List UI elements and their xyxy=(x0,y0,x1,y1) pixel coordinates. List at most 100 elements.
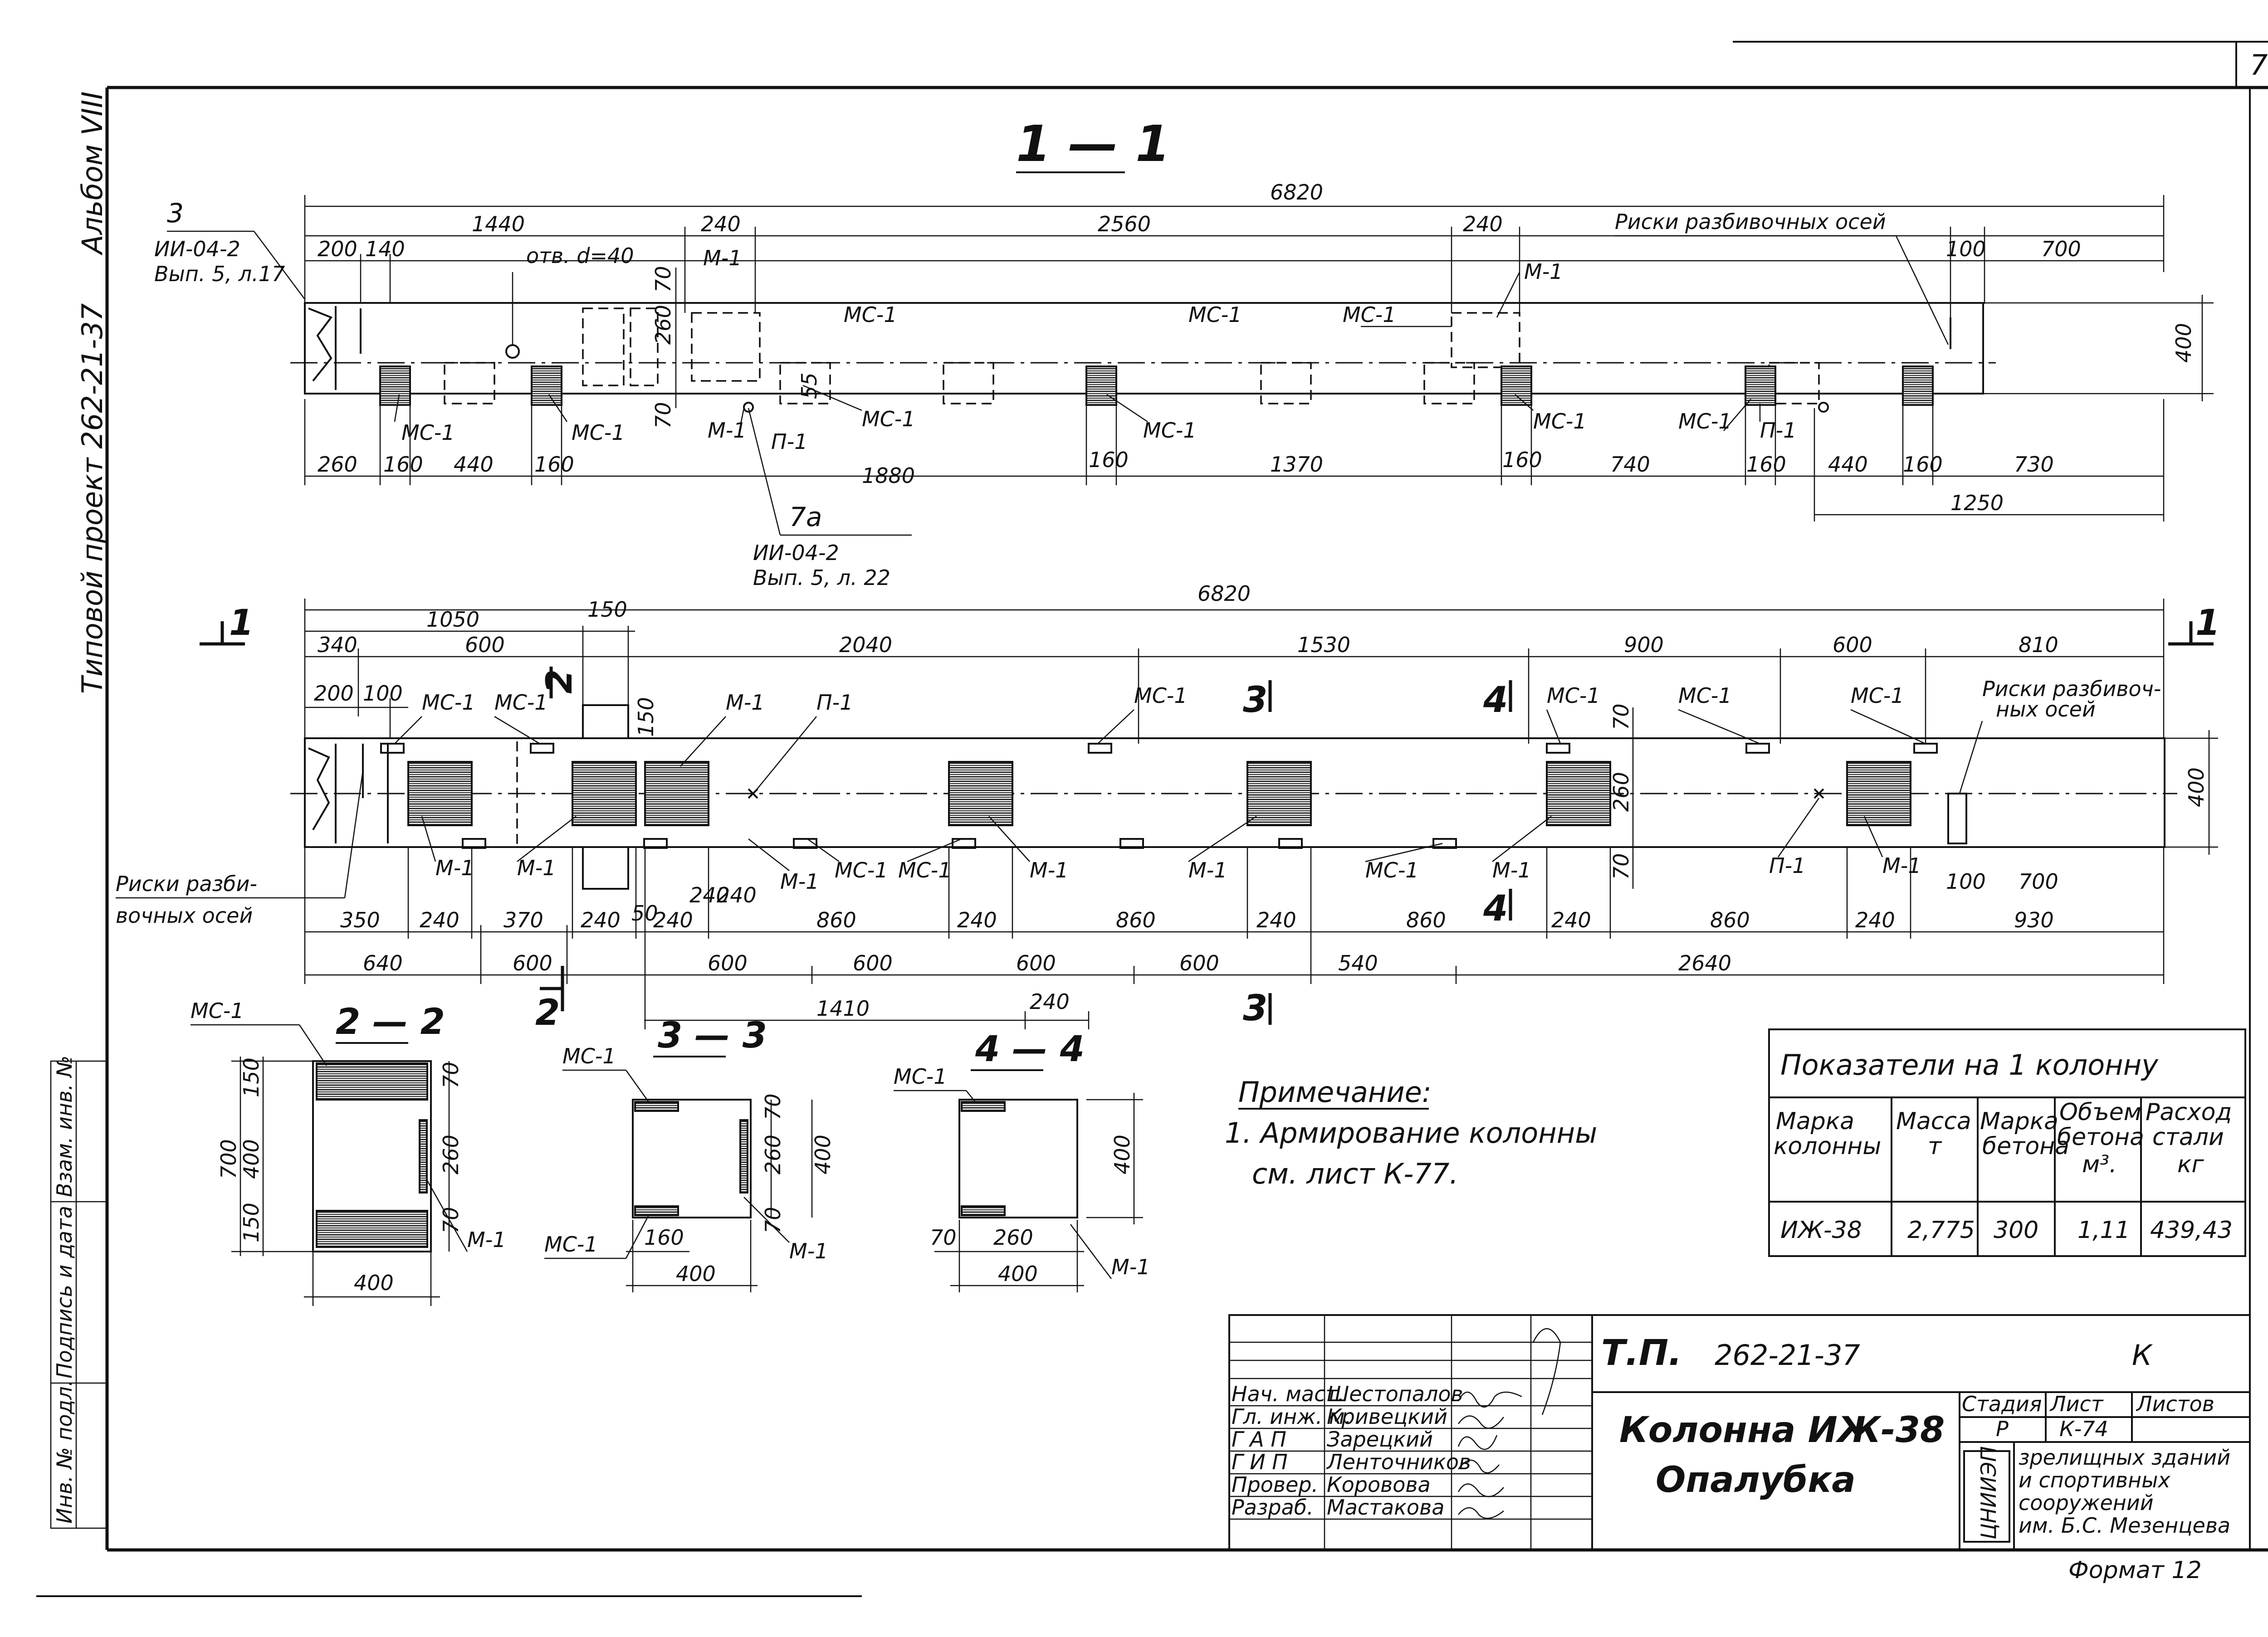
plan-dim-b1-5: 240 xyxy=(653,908,693,932)
plan-mini-1: 240 xyxy=(717,883,757,907)
plan-label-bot-9: П-1 xyxy=(1769,853,1805,878)
side-stamp: Альбом VIII Типовой проект 262-21-37 Инв… xyxy=(50,92,109,1529)
s11-ref3-text2: Вып. 5, л.17 xyxy=(154,262,285,286)
s11-ref7-num: 7а xyxy=(789,502,822,532)
s11-dim-b-5: 160 xyxy=(1089,448,1129,472)
ind-cell-0: ИЖ-38 xyxy=(1780,1217,1862,1244)
tb-role-4: Провер. xyxy=(1232,1472,1318,1497)
tb-name-4: Коровова xyxy=(1327,1472,1431,1497)
tb-role-0: Нач. маст. xyxy=(1232,1382,1344,1406)
side-col-sign: Подпись и дата xyxy=(52,1206,77,1379)
format-label: Формат 12 xyxy=(2068,1557,2202,1584)
s11-dim-b-4: 1880 xyxy=(862,463,915,488)
plan-dim-b1-10: 860 xyxy=(1406,908,1446,932)
plan-mini-0: 240 xyxy=(689,883,729,907)
tb-name-line1: Колонна ИЖ-38 xyxy=(1619,1410,1945,1451)
tb-org-2: и спортивных xyxy=(2019,1468,2170,1492)
page-number: 77 xyxy=(2250,49,2268,82)
plan-label-top-0: МС-1 xyxy=(422,690,475,715)
tb-role-5: Разраб. xyxy=(1232,1495,1314,1520)
section-4-4-title: 4 — 4 xyxy=(975,1029,1085,1070)
tb-role-3: Г И П xyxy=(1232,1450,1288,1474)
s22-dim-v-0: 150 xyxy=(239,1057,264,1097)
s11-label-10: МС-1 xyxy=(1678,409,1732,434)
cut-2-bottom: 2 xyxy=(535,993,560,1033)
s11-dim-b-10: 440 xyxy=(1828,452,1868,477)
plan-dim-b1-7: 240 xyxy=(957,908,997,932)
s33-dim-r-1: 260 xyxy=(761,1135,785,1174)
s44-label-side: М-1 xyxy=(1111,1255,1150,1279)
s11-dim-b-11: 160 xyxy=(1903,452,1943,477)
s33-dim-b-1: 400 xyxy=(676,1262,716,1286)
s11-dim-overall: 6820 xyxy=(1270,180,1323,205)
ind-head-4a: Расход xyxy=(2146,1099,2232,1126)
plan-view: 6820 1050 150 340 600 2040 1530 900 600 … xyxy=(116,581,2220,1033)
plan-label-top-5: МС-1 xyxy=(1547,683,1600,708)
s11-label-1: МС-1 xyxy=(844,302,897,327)
s11-label-12: П-1 xyxy=(1760,418,1796,443)
section-3-3-title: 3 — 3 xyxy=(658,1015,767,1056)
cut-4-top: 4 xyxy=(1483,680,1508,721)
ind-head-0b: колонны xyxy=(1774,1133,1881,1160)
plan-dim-r2-6: 810 xyxy=(2019,633,2058,657)
section-4-4: 4 — 4 МС-1 М-1 400 70 260 400 xyxy=(894,1029,1150,1292)
note-block: Примечание: 1. Армирование колонны см. л… xyxy=(1225,1076,1597,1190)
tb-org-1: зрелищных зданий xyxy=(2019,1445,2230,1470)
ind-head-4b: стали xyxy=(2152,1124,2224,1151)
s11-dim-left-2: 70 xyxy=(651,402,675,429)
s11-dim-b-0: 260 xyxy=(318,452,357,477)
side-col-inv: Инв. № подл. xyxy=(52,1380,77,1524)
s11-dim-b-9: 160 xyxy=(1746,452,1786,477)
ind-head-3c: м³. xyxy=(2082,1151,2117,1178)
plan-dim-r2-0: 340 xyxy=(318,633,357,657)
ind-cell-1: 2,775 xyxy=(1907,1217,1975,1244)
plan-dim-right-3: 400 xyxy=(2184,767,2209,807)
indicators-table: Показатели на 1 колонну Марка колонны Ма… xyxy=(1768,1028,2246,1257)
tb-name-5: Мастакова xyxy=(1327,1495,1444,1520)
note-line-1: 1. Армирование колонны xyxy=(1225,1116,1597,1150)
s11-dim-b-12: 730 xyxy=(2014,452,2054,477)
plan-dim-b1-12: 860 xyxy=(1710,908,1750,932)
s33-label-top: МС-1 xyxy=(562,1044,616,1068)
s11-ref7-text2: Вып. 5, л. 22 xyxy=(753,565,890,590)
ind-head-1b: т xyxy=(1928,1133,1942,1160)
cut-3-bottom: 3 xyxy=(1243,988,1267,1029)
s22-dim-v-3: 700 xyxy=(216,1139,241,1179)
s11-dim-left-0: 70 xyxy=(651,266,675,292)
plan-dim-b1-8: 860 xyxy=(1116,908,1156,932)
plan-dim-b1-3: 240 xyxy=(581,908,621,932)
plan-dim-b1-9: 240 xyxy=(1256,908,1296,932)
ind-head-2b: бетона xyxy=(1982,1133,2069,1160)
plan-dim-b3-1: 240 xyxy=(1030,989,1070,1014)
plan-dim-r2-5: 600 xyxy=(1833,633,1872,657)
s33-dim-r-2: 70 xyxy=(761,1207,785,1233)
s11-dim-extra: 1250 xyxy=(1950,491,2004,515)
s11-label-9: МС-1 xyxy=(1533,409,1587,434)
tb-org-4: им. Б.С. Мезенцева xyxy=(2019,1513,2230,1538)
tb-org-3: сооружений xyxy=(2019,1491,2154,1515)
s22-dim-r-2: 70 xyxy=(439,1207,463,1233)
section-3-3: 3 — 3 МС-1 М-1 МС-1 400 70 260 70 160 40… xyxy=(544,1015,835,1292)
tb-letter: К xyxy=(2132,1339,2153,1372)
ind-cell-4: 439,43 xyxy=(2150,1217,2233,1244)
signatures xyxy=(1457,1328,1561,1519)
plan-dim-overall: 6820 xyxy=(1198,581,1251,606)
s22-label-side: М-1 xyxy=(467,1228,506,1252)
plan-label-bot-10: М-1 xyxy=(1882,853,1921,878)
plan-label-top-7: МС-1 xyxy=(1851,683,1904,708)
ind-head-2a: Марка xyxy=(1980,1108,2058,1135)
cut-1-right: 1 xyxy=(2195,603,2220,643)
s11-label-4: М-1 xyxy=(1524,259,1563,284)
tb-sheets-label: Листов xyxy=(2136,1392,2214,1416)
plan-dim-r3-1: 100 xyxy=(363,681,403,706)
s11-dim-top-6: 200 xyxy=(318,237,357,261)
title-block: Нач. маст. Гл. инж. м. Г А П Г И П Прове… xyxy=(1228,1314,2251,1551)
plan-dim-r2-4: 900 xyxy=(1624,633,1664,657)
s22-dim-r-0: 70 xyxy=(439,1062,463,1088)
s11-ref3-num: 3 xyxy=(167,198,184,229)
plan-label-top-6: МС-1 xyxy=(1678,683,1732,708)
tb-sheet-label: Лист xyxy=(2049,1392,2104,1416)
ind-cell-2: 300 xyxy=(1994,1217,2038,1244)
note-title: Примечание: xyxy=(1238,1076,1432,1109)
